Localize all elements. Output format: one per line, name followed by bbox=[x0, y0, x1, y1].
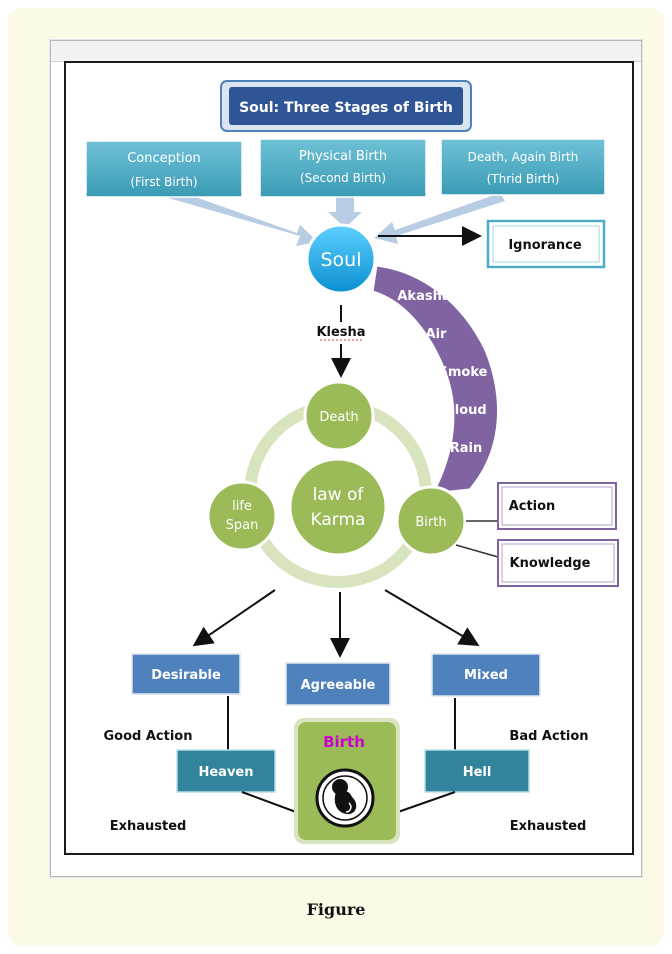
heaven-box bbox=[176, 749, 276, 793]
cycle-life-line1: life bbox=[232, 499, 252, 514]
ignorance-box bbox=[486, 219, 606, 269]
cycle-life-line2: Span bbox=[226, 518, 259, 533]
path-item-air: Air bbox=[426, 327, 448, 342]
arrow-physical-to-soul bbox=[328, 197, 362, 228]
knowledge-box bbox=[497, 539, 619, 587]
law-of-karma-circle bbox=[288, 457, 388, 557]
agreeable-box bbox=[285, 662, 391, 706]
arrow-to-mixed bbox=[384, 589, 480, 647]
desirable-text: Desirable bbox=[151, 668, 221, 683]
stage-death-line2: (Thrid Birth) bbox=[487, 172, 560, 186]
heaven-text: Heaven bbox=[198, 765, 253, 780]
stage-conception-line1: Conception bbox=[127, 151, 201, 166]
rebirth-text: Birth bbox=[323, 733, 365, 751]
title-text: Soul: Three Stages of Birth bbox=[239, 100, 453, 116]
stage-physical-line1: Physical Birth bbox=[299, 149, 387, 164]
stage-box-death bbox=[440, 138, 606, 196]
mixed-box bbox=[431, 653, 541, 697]
hell-box bbox=[424, 749, 530, 793]
karma-line1: law of bbox=[313, 485, 365, 505]
klesha-text: Klesha bbox=[316, 325, 365, 340]
cycle-life-circle bbox=[206, 480, 278, 552]
exhausted-left-text: Exhausted bbox=[110, 819, 187, 834]
bad-action-text: Bad Action bbox=[509, 729, 588, 744]
figure-caption: Figure bbox=[306, 900, 366, 919]
good-action-text: Good Action bbox=[104, 729, 193, 744]
soul-text: Soul bbox=[320, 249, 361, 271]
desirable-box bbox=[131, 653, 241, 695]
stage-death-line1: Death, Again Birth bbox=[468, 150, 579, 164]
path-item-rain: Rain bbox=[450, 441, 483, 456]
mixed-text: Mixed bbox=[464, 668, 508, 683]
ignorance-text: Ignorance bbox=[508, 238, 581, 253]
path-item-smoke: Smoke bbox=[439, 365, 488, 380]
cycle-death-text: Death bbox=[319, 410, 358, 425]
stage-box-physical bbox=[259, 138, 427, 198]
path-item-akasha: Akasha bbox=[397, 289, 450, 304]
soul-circle bbox=[305, 223, 377, 295]
arrow-death-to-soul bbox=[374, 193, 505, 244]
stage-physical-line2: (Second Birth) bbox=[300, 171, 386, 185]
stage-conception-line2: (First Birth) bbox=[130, 175, 197, 189]
cycle-birth-text: Birth bbox=[415, 515, 446, 530]
stage-box-conception bbox=[85, 140, 243, 198]
exhausted-right-text: Exhausted bbox=[510, 819, 587, 834]
path-item-cloud: Cloud bbox=[445, 403, 487, 418]
title-box bbox=[229, 87, 463, 125]
hell-text: Hell bbox=[463, 765, 492, 780]
agreeable-text: Agreeable bbox=[301, 678, 376, 693]
arrow-conception-to-soul bbox=[165, 188, 318, 246]
purple-path-band bbox=[370, 263, 501, 496]
fetus-icon bbox=[315, 768, 375, 828]
knowledge-text: Knowledge bbox=[510, 556, 591, 571]
arrow-to-desirable bbox=[192, 589, 276, 647]
karma-line2: Karma bbox=[311, 510, 366, 530]
cycle-birth-circle bbox=[395, 485, 467, 557]
action-text: Action bbox=[509, 499, 556, 514]
action-box bbox=[497, 482, 617, 530]
cycle-death-circle bbox=[303, 380, 375, 452]
